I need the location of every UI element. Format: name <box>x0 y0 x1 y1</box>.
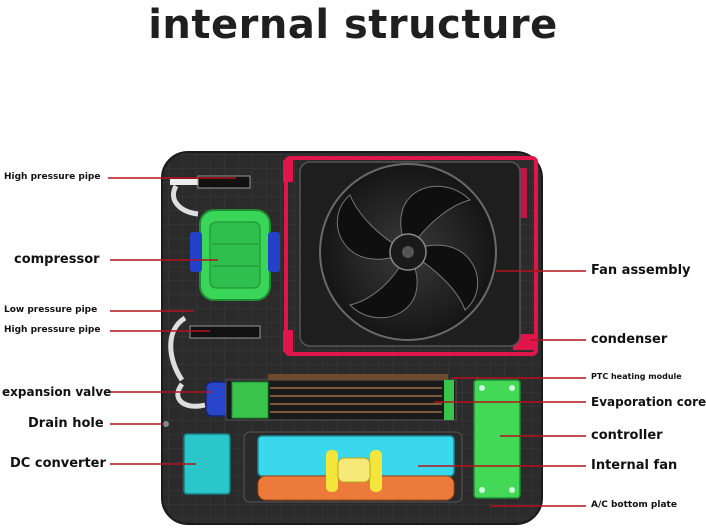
page-title: internal structure <box>148 2 558 48</box>
label-fan-assembly: Fan assembly <box>591 263 691 278</box>
label-condenser: condenser <box>591 332 668 347</box>
fan-blades <box>336 185 479 319</box>
label-controller: controller <box>591 428 663 443</box>
compressor <box>190 209 280 301</box>
label-high-pressure-pipe-top: High pressure pipe <box>4 172 101 182</box>
ptc-heating-module <box>268 374 448 380</box>
label-ptc-heating-module: PTC heating module <box>591 372 682 381</box>
label-dc-converter: DC converter <box>10 456 106 471</box>
internal-fan <box>243 431 463 503</box>
controller <box>473 379 521 499</box>
label-evaporation-core: Evaporation core <box>591 395 706 409</box>
label-internal-fan: Internal fan <box>591 458 678 473</box>
label-high-pressure-pipe-bottom: High pressure pipe <box>4 325 101 335</box>
label-compressor: compressor <box>14 252 100 267</box>
label-expansion-valve: expansion valve <box>2 385 112 399</box>
label-ac-bottom-plate: A/C bottom plate <box>591 500 677 510</box>
drain-hole <box>163 421 169 427</box>
condenser-frame <box>284 156 538 356</box>
label-low-pressure-pipe: Low pressure pipe <box>4 305 98 315</box>
evaporation-core <box>225 379 457 421</box>
label-drain-hole: Drain hole <box>28 416 104 431</box>
